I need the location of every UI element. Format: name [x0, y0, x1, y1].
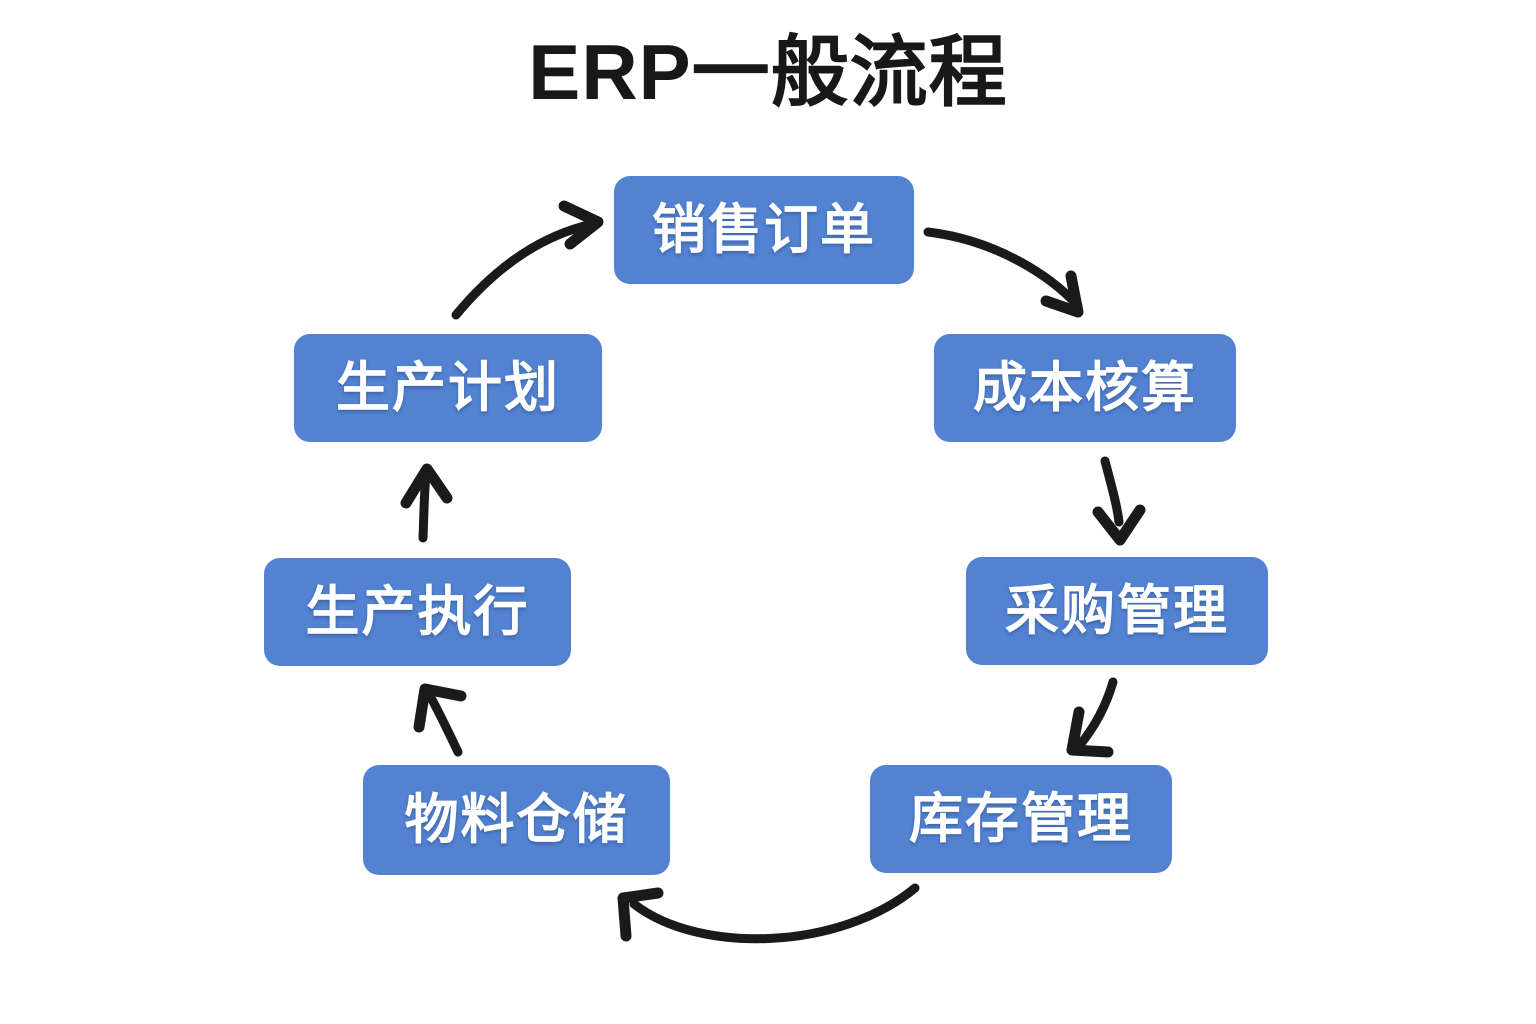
- arrow-sales-order-to-cost-accounting: [923, 227, 1084, 318]
- arrow-production-execution-to-production-plan: [400, 463, 453, 543]
- arrow-material-warehousing-to-production-execution: [413, 683, 467, 757]
- node-inventory-management[interactable]: 库存管理: [870, 765, 1172, 873]
- node-sales-order[interactable]: 销售订单: [614, 176, 914, 284]
- node-production-execution[interactable]: 生产执行: [264, 558, 571, 666]
- arrow-cost-accounting-to-procurement: [1092, 456, 1146, 546]
- node-cost-accounting[interactable]: 成本核算: [934, 334, 1236, 442]
- arrow-procurement-to-inventory-management: [1066, 677, 1118, 758]
- arrow-production-plan-to-sales-order: [451, 200, 604, 320]
- node-material-warehousing[interactable]: 物料仓储: [363, 765, 670, 875]
- page-title: ERP一般流程: [528, 28, 1008, 116]
- node-production-plan[interactable]: 生产计划: [294, 334, 602, 442]
- node-procurement[interactable]: 采购管理: [966, 557, 1268, 665]
- arrow-inventory-management-to-material-warehousing: [617, 883, 920, 944]
